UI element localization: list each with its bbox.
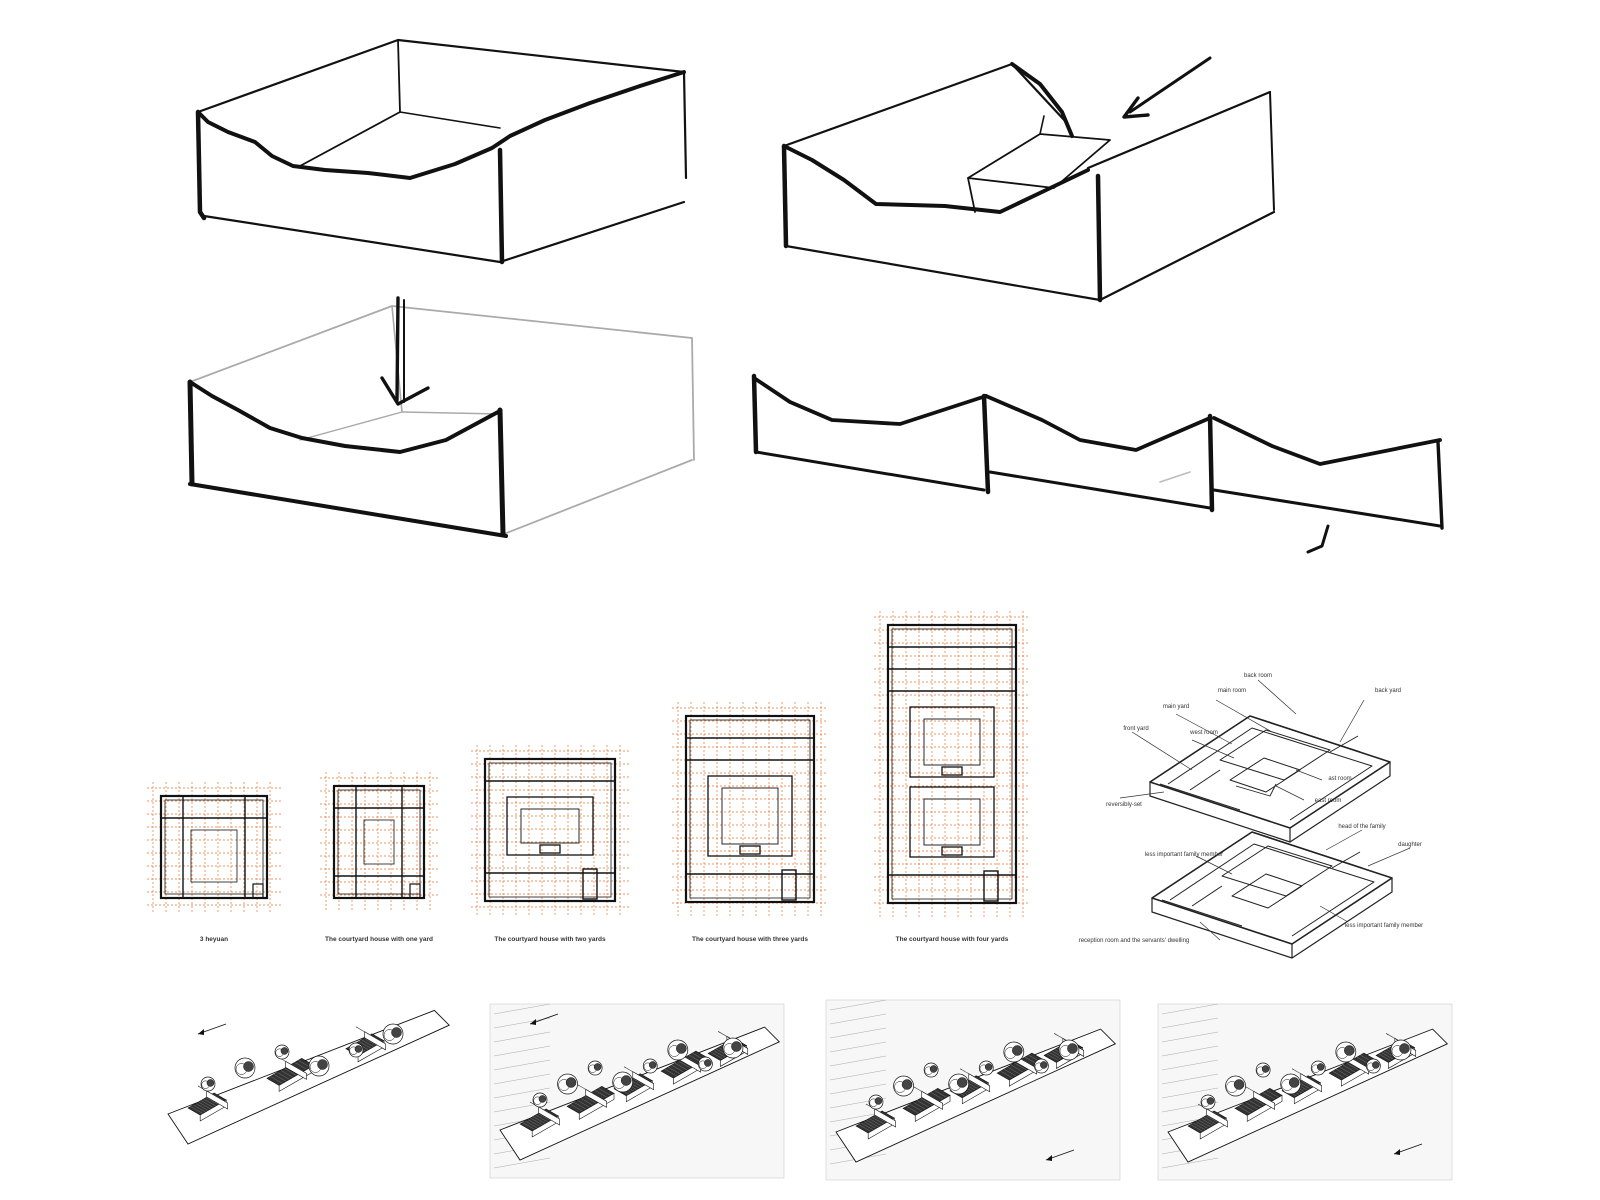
floor-plan: The courtyard house with two yards bbox=[471, 745, 629, 943]
floor-plan: The courtyard house with one yard bbox=[320, 772, 438, 943]
plan-caption: The courtyard house with four yards bbox=[896, 936, 1009, 943]
sketch-three-segment-row bbox=[751, 373, 1444, 554]
plan-caption: The courtyard house with three yards bbox=[692, 936, 808, 943]
plan-outer-wall bbox=[159, 794, 269, 900]
label-west-room: west room bbox=[1189, 730, 1218, 736]
plan-outer-wall bbox=[684, 714, 816, 904]
courtyard-rendering bbox=[167, 1009, 450, 1145]
plan-outer-wall bbox=[886, 623, 1018, 905]
axonometric-upper-leaders bbox=[1119, 679, 1365, 801]
label-less-important-right: less important family member bbox=[1345, 923, 1423, 929]
plan-outer-wall bbox=[483, 757, 617, 903]
renderings-row bbox=[167, 999, 1453, 1181]
label-reception: reception room and the servants' dwellin… bbox=[1079, 938, 1190, 944]
label-back-yard: back yard bbox=[1375, 688, 1401, 694]
label-back-room: back room bbox=[1244, 673, 1272, 679]
floor-plan: 3 heyuan bbox=[147, 782, 281, 943]
plan-caption: The courtyard house with two yards bbox=[494, 936, 606, 943]
label-less-important-left: less important family member bbox=[1145, 852, 1223, 858]
courtyard-rendering bbox=[1157, 1003, 1453, 1181]
label-east-room: east room bbox=[1315, 798, 1342, 804]
label-partial-room: ast room bbox=[1328, 776, 1351, 782]
floor-plans-row: 3 heyuan The courtyard house with one yar… bbox=[147, 611, 1030, 943]
plan-grid bbox=[320, 772, 438, 912]
label-main-yard: main yard bbox=[1163, 704, 1189, 710]
plan-grid bbox=[471, 745, 629, 915]
label-daughter: daughter bbox=[1398, 842, 1422, 848]
label-front-yard: front yard bbox=[1123, 726, 1148, 732]
sketch-box-with-cut-arrow bbox=[781, 56, 1276, 303]
axonometric-lower bbox=[1151, 831, 1393, 959]
plan-grid bbox=[147, 782, 281, 912]
plan-outer-wall bbox=[332, 784, 426, 900]
floor-plan: The courtyard house with four yards bbox=[874, 611, 1030, 943]
plan-caption: The courtyard house with one yard bbox=[325, 936, 433, 943]
plan-grid bbox=[874, 611, 1030, 917]
sketch-box-with-down-arrow bbox=[187, 296, 695, 538]
plan-caption: 3 heyuan bbox=[200, 936, 228, 943]
label-head-of-family: head of the family bbox=[1338, 824, 1385, 830]
plan-grid bbox=[672, 702, 828, 916]
floor-plan: The courtyard house with three yards bbox=[672, 702, 828, 943]
sketch-box-sagging-open bbox=[195, 38, 688, 265]
courtyard-rendering bbox=[825, 999, 1121, 1181]
courtyard-rendering bbox=[489, 1003, 785, 1179]
label-reversibly-set: reversibly-set bbox=[1106, 802, 1142, 808]
axonometric-lower-leaders bbox=[1195, 829, 1411, 941]
label-main-room: main room bbox=[1218, 688, 1246, 694]
axonometric-upper bbox=[1149, 715, 1391, 843]
